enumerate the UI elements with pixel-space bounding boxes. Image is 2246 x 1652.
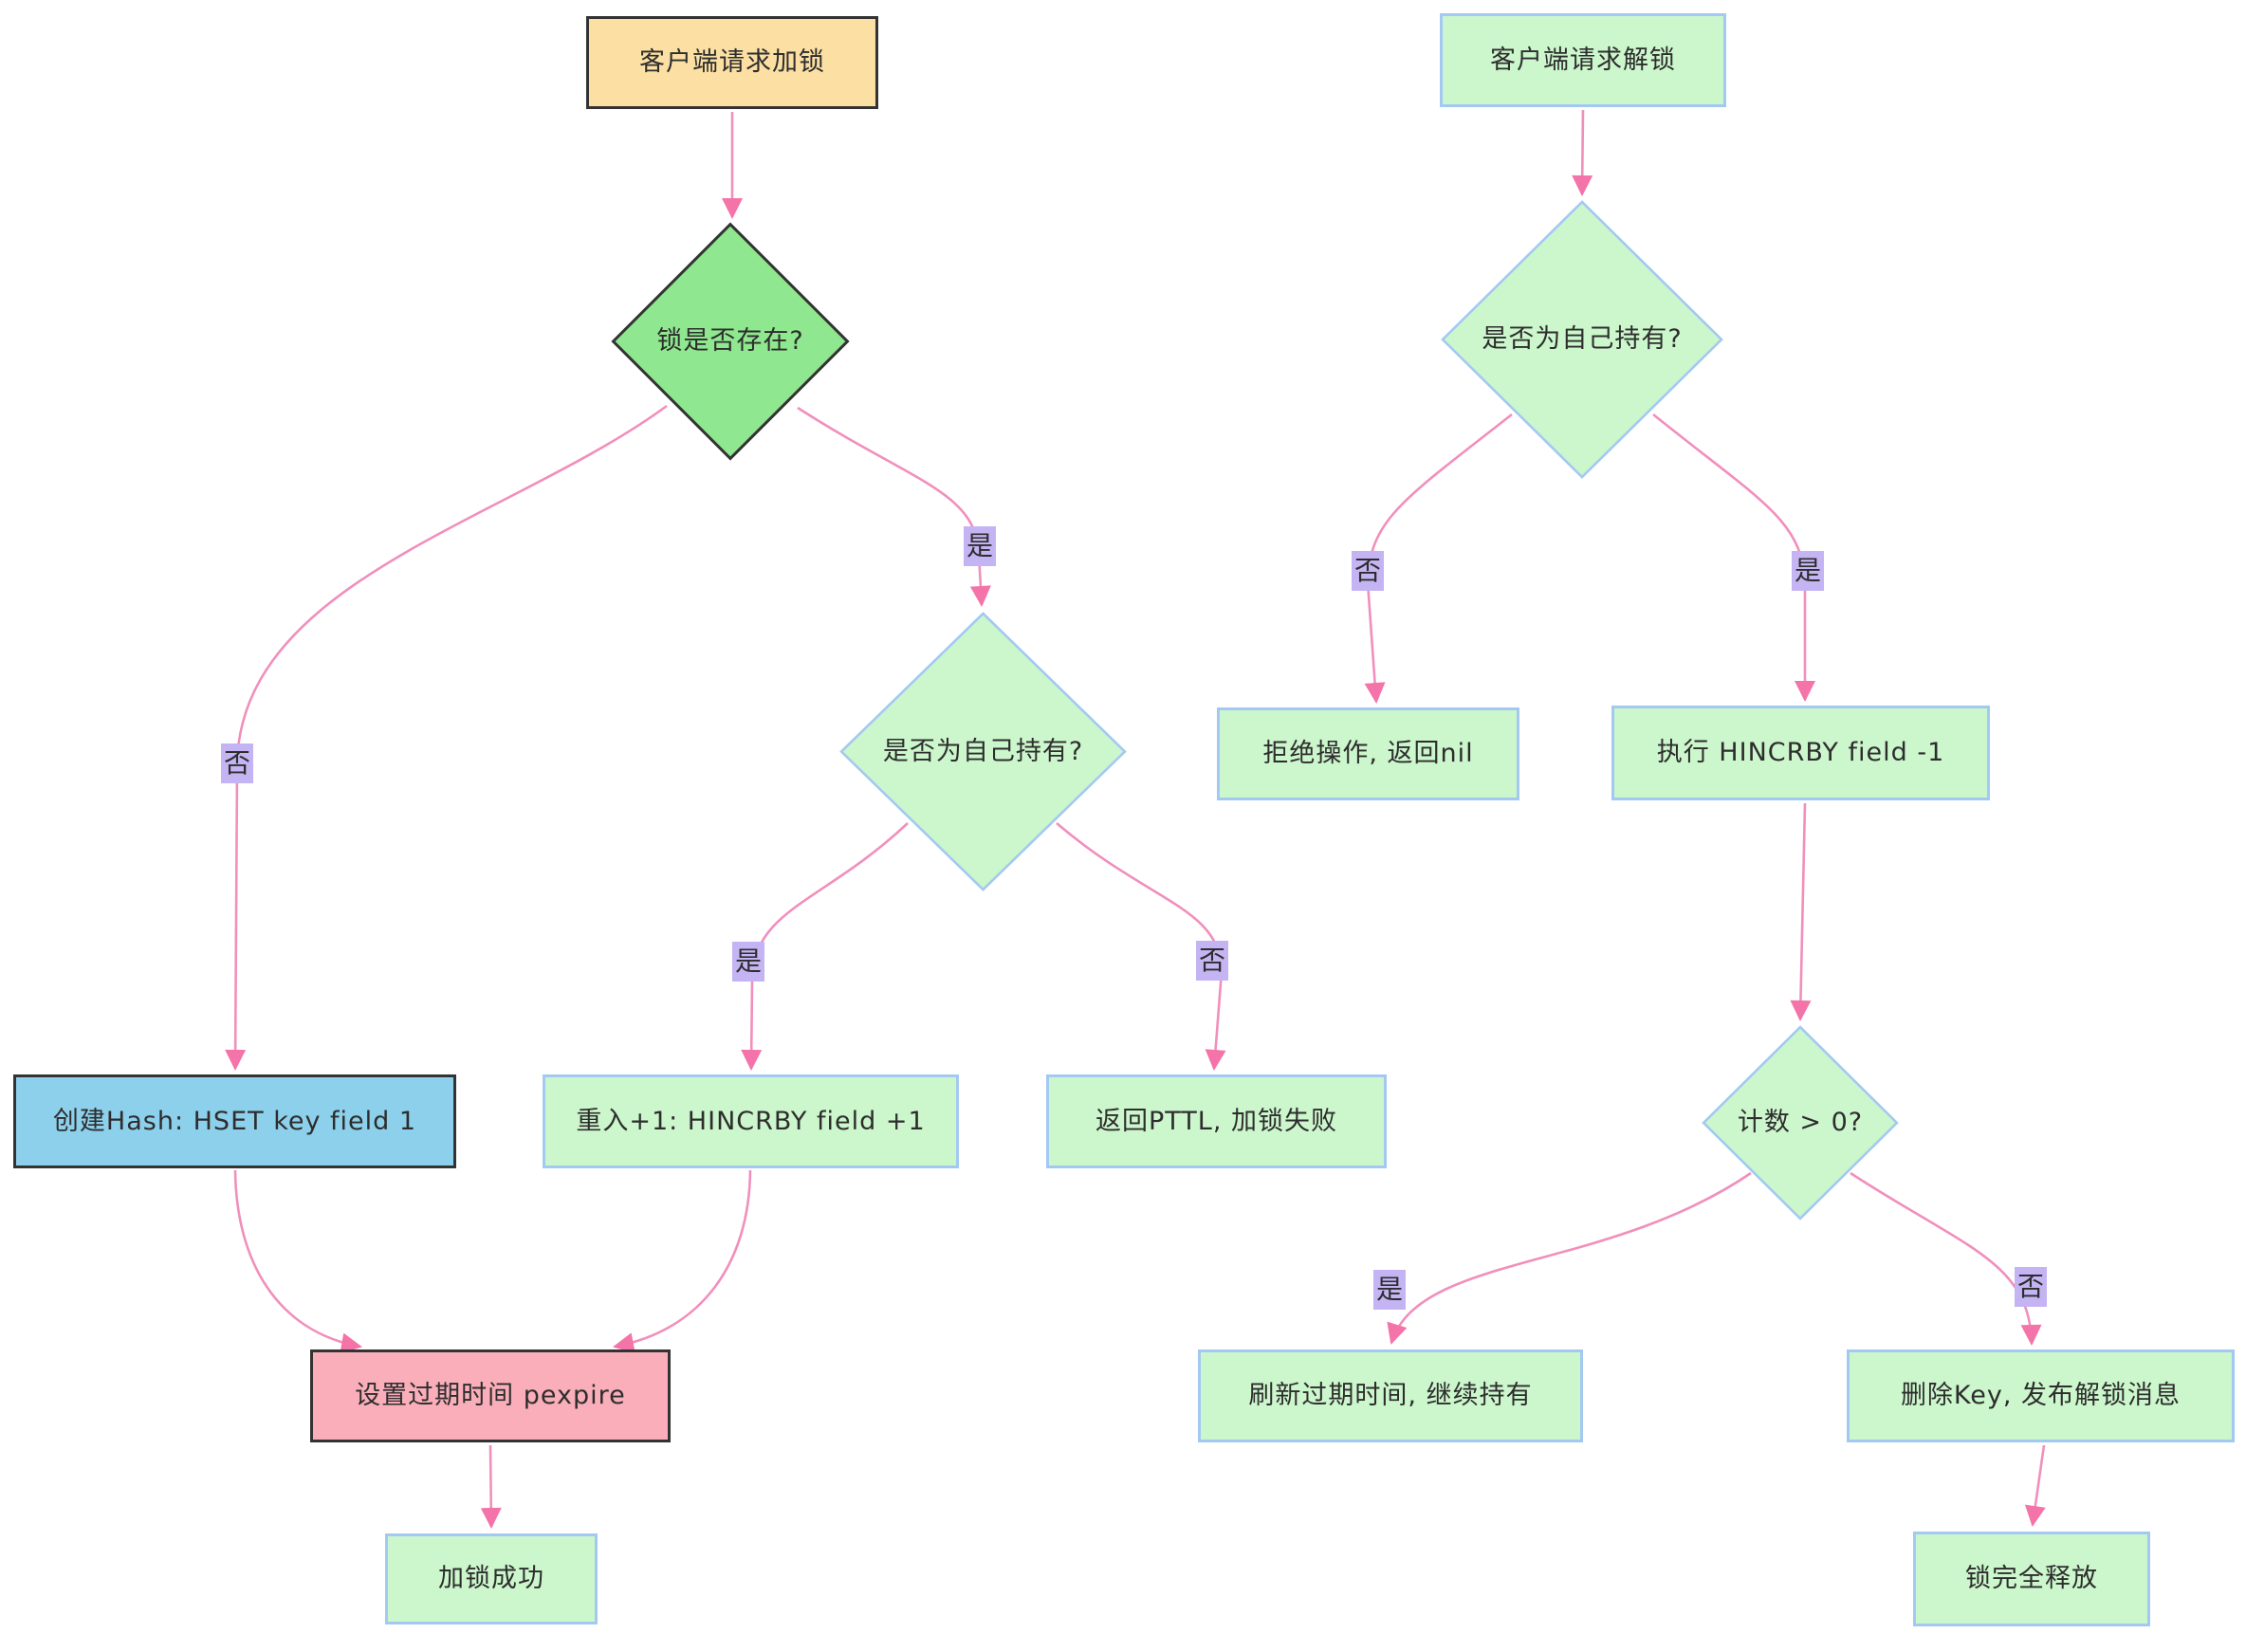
decision-count-gt-zero-shape (1702, 1025, 1899, 1221)
process-create-hash: 创建Hash: HSET key field 1 (13, 1074, 456, 1168)
decision-lock-exists-label: 锁是否存在? (656, 326, 804, 357)
edge-deletekey-to-released (2024, 1444, 2046, 1527)
edge-label-count-yes: 是 (1372, 1270, 1407, 1310)
edge-count-no-to-deletekey (1850, 1171, 2042, 1346)
process-reject-return-nil-label: 拒绝操作, 返回nil (1262, 739, 1474, 769)
process-create-hash-label: 创建Hash: HSET key field 1 (52, 1106, 417, 1136)
edge-exists-no-to-createhash (225, 404, 668, 1071)
edge-label-count-no: 否 (2014, 1267, 2048, 1307)
process-set-expire-label: 设置过期时间 pexpire (355, 1381, 626, 1411)
terminal-lock-success-label: 加锁成功 (438, 1564, 544, 1594)
edge-label-exists-no: 否 (220, 743, 254, 783)
decision-lock-held-by-self-label: 是否为自己持有? (882, 736, 1084, 766)
terminal-lock-success: 加锁成功 (385, 1533, 598, 1624)
edge-label-own-yes: 是 (731, 942, 765, 982)
decision-unlock-held-by-self: 是否为自己持有? (1440, 199, 1724, 480)
node-client-lock-request-label: 客户端请求加锁 (639, 47, 825, 78)
process-reject-return-nil: 拒绝操作, 返回nil (1217, 707, 1519, 800)
decision-count-gt-zero: 计数 > 0? (1702, 1025, 1899, 1221)
decision-unlock-held-by-self-shape (1440, 199, 1724, 480)
process-reentrant-incr-label: 重入+1: HINCRBY field +1 (576, 1106, 926, 1136)
process-refresh-expire: 刷新过期时间, 继续持有 (1198, 1349, 1583, 1442)
edge-createhash-to-setexpire (233, 1169, 362, 1354)
process-return-pttl: 返回PTTL, 加锁失败 (1046, 1074, 1387, 1168)
edge-decrement-to-countcheck (1790, 802, 1812, 1021)
node-client-lock-request: 客户端请求加锁 (586, 16, 878, 109)
terminal-lock-released-label: 锁完全释放 (1965, 1564, 2098, 1594)
process-reentrant-incr: 重入+1: HINCRBY field +1 (543, 1074, 959, 1168)
process-delete-key-publish: 删除Key, 发布解锁消息 (1847, 1349, 2235, 1442)
terminal-lock-released: 锁完全释放 (1913, 1532, 2150, 1626)
process-hincrby-decrement: 执行 HINCRBY field -1 (1611, 706, 1990, 800)
edge-setexpire-to-success (480, 1444, 502, 1529)
node-client-unlock-request-label: 客户端请求解锁 (1490, 45, 1676, 75)
decision-count-gt-zero-label: 计数 > 0? (1737, 1108, 1864, 1138)
decision-lock-exists: 锁是否存在? (611, 222, 850, 461)
edge-count-yes-to-refresh (1387, 1171, 1752, 1345)
edge-unlockstart-to-owncheck (1572, 109, 1593, 196)
decision-lock-held-by-self: 是否为自己持有? (838, 611, 1128, 892)
edge-label-own-no: 否 (1195, 941, 1229, 981)
edge-label-unlock-own-no: 否 (1351, 551, 1385, 591)
decision-unlock-held-by-self-label: 是否为自己持有? (1482, 324, 1683, 355)
process-refresh-expire-label: 刷新过期时间, 继续持有 (1248, 1381, 1533, 1411)
process-return-pttl-label: 返回PTTL, 加锁失败 (1095, 1106, 1337, 1136)
decision-lock-held-by-self-shape (838, 611, 1128, 892)
edge-label-unlock-own-yes: 是 (1791, 551, 1825, 591)
edge-label-exists-yes: 是 (963, 526, 997, 566)
process-delete-key-publish-label: 删除Key, 发布解锁消息 (1900, 1381, 2182, 1411)
process-hincrby-decrement-label: 执行 HINCRBY field -1 (1656, 738, 1945, 768)
decision-lock-exists-shape (611, 222, 850, 461)
process-set-expire: 设置过期时间 pexpire (310, 1349, 671, 1442)
edge-reentrant-to-setexpire (613, 1169, 752, 1354)
node-client-unlock-request: 客户端请求解锁 (1440, 13, 1726, 107)
